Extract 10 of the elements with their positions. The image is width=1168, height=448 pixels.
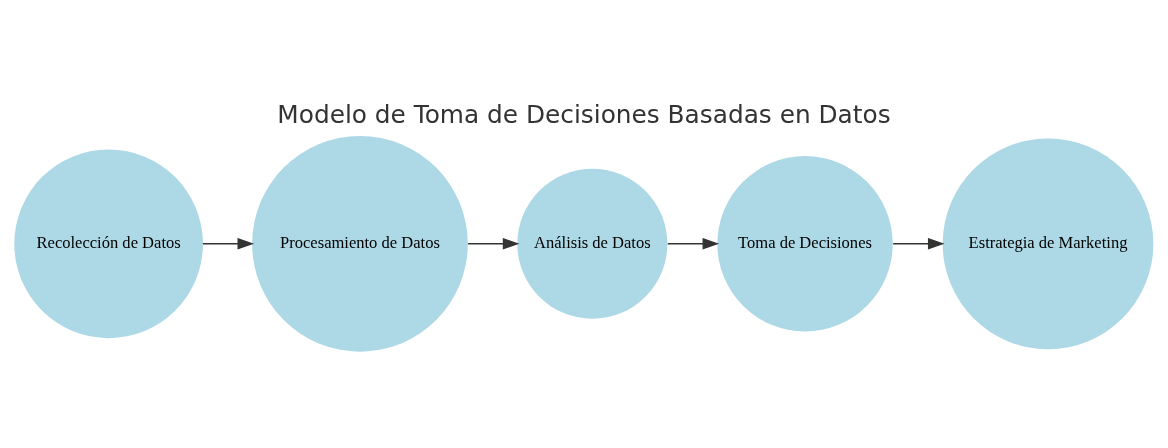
node-circle: Recolección de Datos [14, 149, 203, 338]
diagram-title: Modelo de Toma de Decisiones Basadas en Datos [277, 99, 891, 129]
arrow [892, 237, 945, 250]
arrow [667, 237, 720, 250]
node-circle: Procesamiento de Datos [252, 135, 468, 352]
arrow [467, 237, 520, 250]
node-circle: Estrategia de Marketing [942, 137, 1154, 349]
node-circle: Análisis de Datos [517, 168, 668, 319]
node-circle: Toma de Decisiones [717, 155, 893, 331]
arrow [202, 237, 255, 250]
